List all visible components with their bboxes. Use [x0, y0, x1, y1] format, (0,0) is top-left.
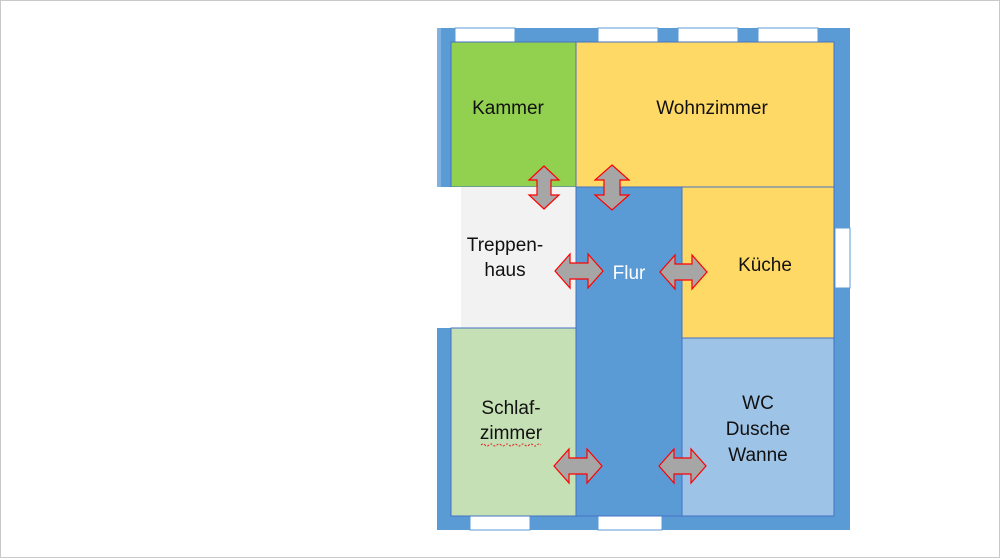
double-arrow-horizontal-icon [658, 447, 707, 485]
double-arrow-vertical-icon [593, 164, 631, 211]
room-wohnzimmer [575, 41, 835, 188]
double-arrow-horizontal-icon [554, 252, 604, 290]
label-wohnzimmer: Wohnzimmer [656, 98, 768, 119]
room-schlafzimmer [450, 327, 577, 517]
label-kueche: Küche [738, 255, 792, 276]
room-wc [681, 337, 835, 517]
wall-left-detail [437, 28, 441, 188]
spellcheck-underline [480, 443, 542, 447]
label-wanne: Wanne [728, 445, 788, 466]
label-kammer: Kammer [472, 98, 544, 119]
label-wc: WC [742, 393, 774, 414]
label-treppenhaus-1: Treppen- [467, 235, 543, 256]
label-schlafzimmer-2: zimmer [480, 423, 543, 444]
window-bottom-1 [469, 515, 531, 531]
label-dusche: Dusche [726, 419, 790, 440]
window-top-1 [454, 27, 516, 43]
label-flur: Flur [613, 263, 646, 284]
room-treppenhaus-fill [461, 187, 576, 328]
double-arrow-vertical-icon [527, 165, 561, 210]
room-kammer [450, 41, 577, 188]
window-top-4 [757, 27, 819, 43]
label-schlafzimmer-1: Schlaf- [481, 398, 540, 419]
label-treppenhaus-2: haus [484, 260, 525, 281]
window-right [834, 227, 851, 289]
window-top-3 [677, 27, 739, 43]
double-arrow-horizontal-icon [553, 447, 603, 485]
window-top-2 [597, 27, 659, 43]
window-bottom-2 [597, 515, 663, 531]
double-arrow-horizontal-icon [659, 253, 708, 291]
